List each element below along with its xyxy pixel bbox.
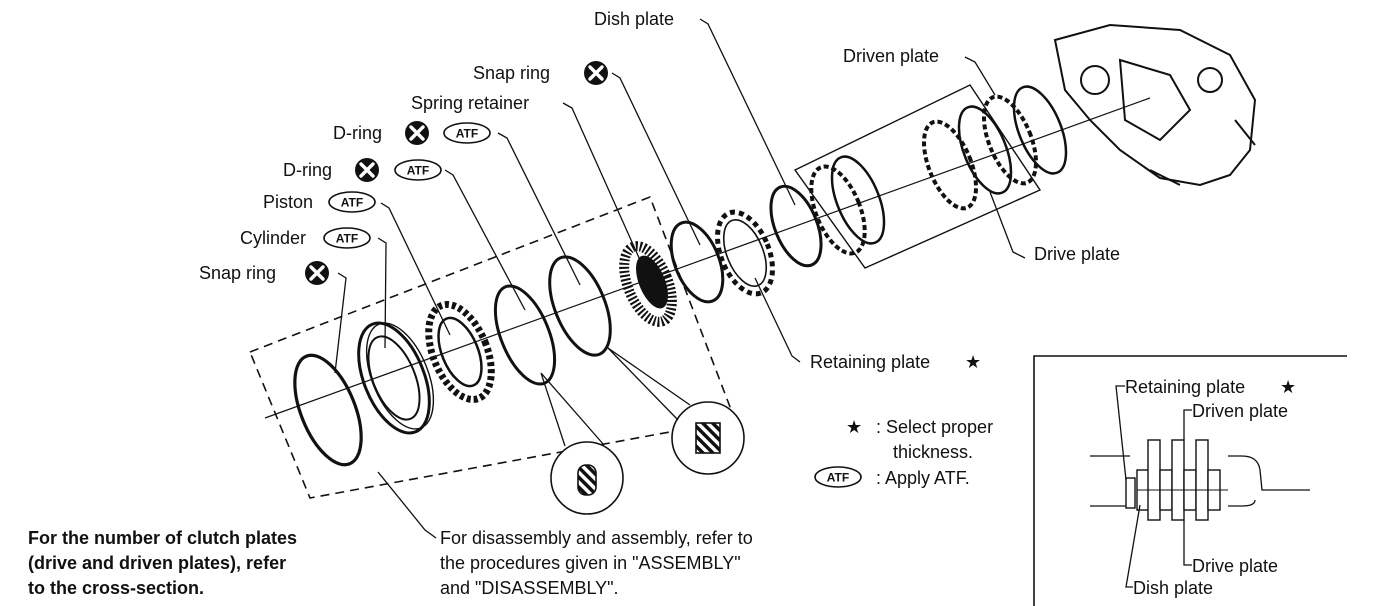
svg-text:the procedures given in "ASSEM: the procedures given in "ASSEMBLY" (440, 553, 741, 573)
atf-badge: ATF (394, 159, 442, 181)
svg-text:to the cross-section.: to the cross-section. (28, 578, 204, 598)
x-circle-icon (303, 259, 331, 287)
inset-label-drive-plate: Drive plate (1192, 556, 1278, 576)
x-circle-icon (353, 156, 381, 184)
svg-text:For disassembly and assembly,: For disassembly and assembly, refer to (440, 528, 753, 548)
d-ring-part-2 (548, 255, 612, 357)
inset-label-driven-plate: Driven plate (1192, 401, 1288, 421)
svg-text:and "DISASSEMBLY".: and "DISASSEMBLY". (440, 578, 619, 598)
svg-text:ATF: ATF (456, 127, 478, 141)
d-ring-section-callout-1 (540, 372, 624, 515)
svg-text:ATF: ATF (341, 196, 363, 210)
inset-label-retaining-plate: Retaining plate (1125, 377, 1245, 397)
x-circle-icon (403, 119, 431, 147)
svg-text:ATF: ATF (407, 164, 429, 178)
label-d-ring-1: D-ring (333, 123, 382, 143)
label-cylinder: Cylinder (240, 228, 306, 248)
label-d-ring-2: D-ring (283, 160, 332, 180)
legend-star-text: : Select proper (876, 417, 993, 437)
d-ring-section-callout-2 (607, 347, 745, 475)
x-circle-icon (582, 59, 610, 87)
label-piston: Piston (263, 192, 313, 212)
label-snap-ring-top: Snap ring (473, 63, 550, 83)
label-drive-plate: Drive plate (1034, 244, 1120, 264)
snap-ring-left-part (293, 353, 363, 467)
snap-ring-top-part (669, 220, 725, 304)
svg-text:(drive and driven plates), ref: (drive and driven plates), refer (28, 553, 286, 573)
leader-lines (334, 18, 1026, 539)
legend: ★ : Select proper thickness. ATF : Apply… (814, 417, 993, 488)
label-snap-ring-left: Snap ring (199, 263, 276, 283)
plate-pack (809, 85, 1068, 256)
disassembly-note: For disassembly and assembly, refer to t… (440, 528, 753, 598)
transmission-case (1053, 23, 1257, 187)
svg-text:For the number of clutch plate: For the number of clutch plates (28, 528, 297, 548)
label-dish-plate: Dish plate (594, 9, 674, 29)
legend-atf-text: : Apply ATF. (876, 468, 970, 488)
cylinder-part (357, 321, 435, 435)
piston-part (425, 301, 495, 403)
spring-retainer-part (619, 241, 677, 327)
atf-badge: ATF (443, 122, 491, 144)
legend-star-text-2: thickness. (893, 442, 973, 462)
dish-plate-part (769, 184, 823, 268)
cross-section-inset: Retaining plate ★ Driven plate Drive pla… (1033, 355, 1347, 606)
star-icon: ★ (846, 417, 862, 437)
plate-pack-box (793, 84, 1042, 269)
atf-badge: ATF (814, 466, 862, 488)
atf-badge: ATF (328, 191, 376, 213)
inset-label-dish-plate: Dish plate (1133, 578, 1213, 598)
svg-text:ATF: ATF (336, 232, 358, 246)
label-spring-retainer: Spring retainer (411, 93, 529, 113)
label-driven-plate: Driven plate (843, 46, 939, 66)
label-retaining-plate: Retaining plate (810, 352, 930, 372)
svg-text:ATF: ATF (827, 471, 849, 485)
star-icon: ★ (1280, 377, 1296, 397)
atf-badge: ATF (323, 227, 371, 249)
clutch-note: For the number of clutch plates (drive a… (28, 528, 297, 598)
star-icon: ★ (965, 352, 981, 372)
